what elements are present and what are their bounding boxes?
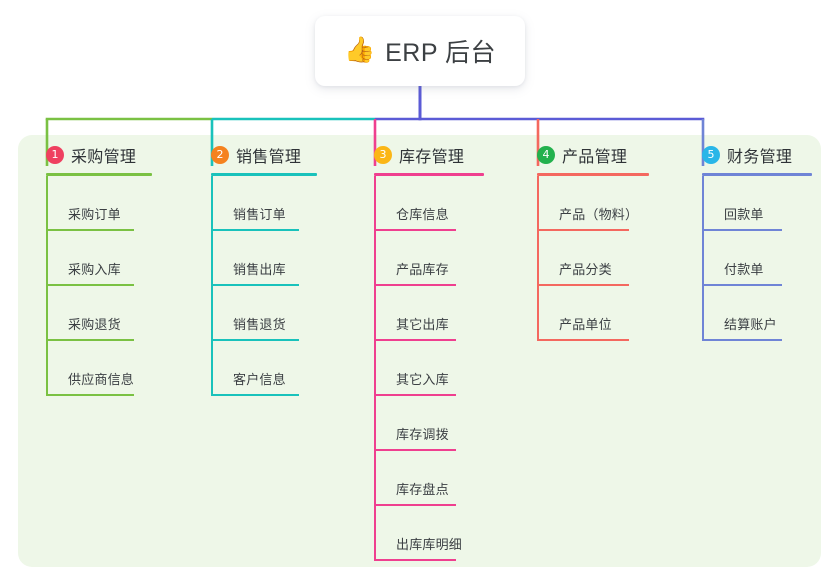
leaf-underline xyxy=(374,559,456,561)
leaf-label: 出库库明细 xyxy=(396,537,463,552)
branch-column-1: 1 采购管理采购订单采购入库采购退货供应商信息 xyxy=(40,143,152,396)
branch-title-1: 采购管理 xyxy=(71,149,137,166)
leaf-underline xyxy=(211,229,299,231)
leaf-underline xyxy=(537,229,629,231)
leaf-underline xyxy=(211,394,299,396)
branch-header-4[interactable]: 4 产品管理 xyxy=(531,143,627,167)
branch-underline-2 xyxy=(211,173,317,176)
leaf-label: 产品库存 xyxy=(396,262,449,277)
leaf-underline xyxy=(537,284,629,286)
branch-header-2[interactable]: 2 销售管理 xyxy=(205,143,301,167)
root-node-erp[interactable]: 👍 ERP 后台 xyxy=(315,16,525,86)
leaf-label: 产品分类 xyxy=(559,262,612,277)
branch-title-2: 销售管理 xyxy=(236,149,302,166)
leaf-label: 仓库信息 xyxy=(396,207,449,222)
thumbs-up-icon: 👍 xyxy=(343,35,376,64)
branch-title-5: 财务管理 xyxy=(727,149,793,166)
leaf-label: 采购订单 xyxy=(68,207,121,222)
leaf-label: 采购入库 xyxy=(68,262,121,277)
branch-title-4: 产品管理 xyxy=(562,149,628,166)
branch-spine-2 xyxy=(211,176,213,396)
leaf-label: 销售出库 xyxy=(233,262,286,277)
branch-badge-2: 2 xyxy=(211,146,229,164)
leaf-underline xyxy=(374,229,456,231)
branch-column-3: 3 库存管理仓库信息产品库存其它出库其它入库库存调拨库存盘点出库库明细 xyxy=(368,143,484,561)
leaf-underline xyxy=(46,394,134,396)
leaf-underline xyxy=(374,284,456,286)
branch-header-3[interactable]: 3 库存管理 xyxy=(368,143,464,167)
branch-column-5: 5 财务管理回款单付款单结算账户 xyxy=(696,143,812,341)
leaf-label: 其它入库 xyxy=(396,372,449,387)
branch-badge-4: 4 xyxy=(537,146,555,164)
branch-header-1[interactable]: 1 采购管理 xyxy=(40,143,136,167)
branch-badge-5: 5 xyxy=(702,146,720,164)
leaf-underline xyxy=(46,339,134,341)
leaf-label: 回款单 xyxy=(724,207,764,222)
branch-badge-1: 1 xyxy=(46,146,64,164)
leaf-label: 销售退货 xyxy=(233,317,286,332)
branch-badge-3: 3 xyxy=(374,146,392,164)
branch-column-4: 4 产品管理产品（物料） 产品分类产品单位 xyxy=(531,143,649,341)
leaf-underline xyxy=(46,229,134,231)
leaf-label: 产品单位 xyxy=(559,317,612,332)
leaf-underline xyxy=(702,284,782,286)
branch-header-5[interactable]: 5 财务管理 xyxy=(696,143,792,167)
leaf-underline xyxy=(46,284,134,286)
branch-spine-1 xyxy=(46,176,48,396)
branch-underline-1 xyxy=(46,173,152,176)
branch-underline-5 xyxy=(702,173,812,176)
leaf-underline xyxy=(374,449,456,451)
leaf-label: 采购退货 xyxy=(68,317,121,332)
branch-title-3: 库存管理 xyxy=(399,149,465,166)
branch-underline-3 xyxy=(374,173,484,176)
leaf-label: 库存调拨 xyxy=(396,427,449,442)
leaf-underline xyxy=(702,229,782,231)
leaf-label: 库存盘点 xyxy=(396,482,449,497)
branch-column-2: 2 销售管理销售订单销售出库销售退货客户信息 xyxy=(205,143,317,396)
leaf-label: 结算账户 xyxy=(724,317,777,332)
leaf-underline xyxy=(211,339,299,341)
branch-spine-4 xyxy=(537,176,539,341)
branch-underline-4 xyxy=(537,173,649,176)
leaf-underline xyxy=(702,339,782,341)
leaf-label: 产品（物料） xyxy=(559,207,639,222)
page-title: ERP 后台 xyxy=(385,39,497,67)
leaf-label: 供应商信息 xyxy=(68,372,135,387)
leaf-underline xyxy=(537,339,629,341)
branches-panel xyxy=(18,135,821,567)
leaf-underline xyxy=(211,284,299,286)
branch-spine-5 xyxy=(702,176,704,341)
leaf-label: 其它出库 xyxy=(396,317,449,332)
leaf-underline xyxy=(374,504,456,506)
leaf-underline xyxy=(374,339,456,341)
leaf-label: 销售订单 xyxy=(233,207,286,222)
branch-spine-3 xyxy=(374,176,376,561)
leaf-underline xyxy=(374,394,456,396)
leaf-label: 付款单 xyxy=(724,262,764,277)
leaf-label: 客户信息 xyxy=(233,372,286,387)
